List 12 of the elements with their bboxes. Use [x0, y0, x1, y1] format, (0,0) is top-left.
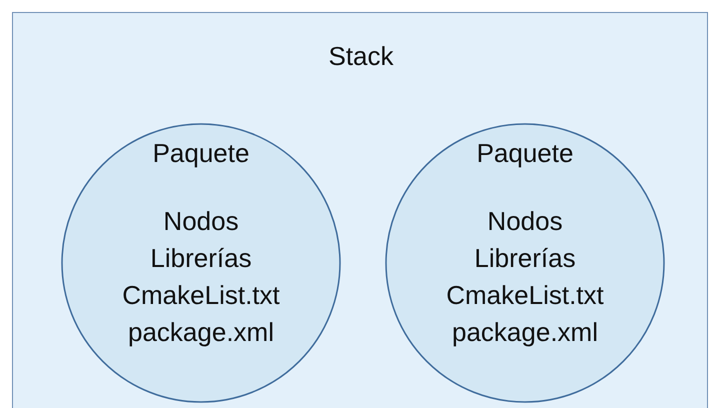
node-item: package.xml — [128, 317, 274, 347]
node-title: Paquete — [476, 138, 574, 168]
node-title: Stack — [328, 41, 394, 71]
node-item: package.xml — [452, 317, 598, 347]
node-item: Nodos — [163, 206, 239, 236]
node-item: Librerías — [150, 243, 252, 273]
node-item: CmakeList.txt — [446, 280, 604, 310]
node-item: Nodos — [487, 206, 563, 236]
node-title: Paquete — [152, 138, 250, 168]
node-item: Librerías — [474, 243, 576, 273]
stack-container — [12, 12, 708, 408]
node-item: CmakeList.txt — [122, 280, 280, 310]
